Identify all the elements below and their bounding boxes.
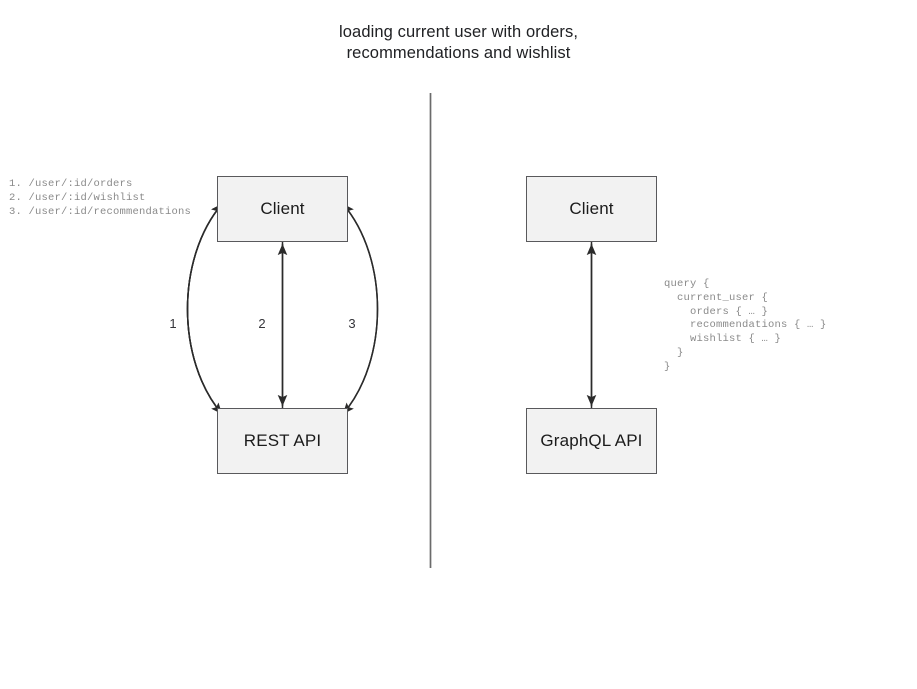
graphql-query-snippet: query { current_user { orders { … } reco… [664,278,827,373]
node-graphql-api[interactable]: GraphQL API [526,408,657,474]
node-client-rest[interactable]: Client [217,176,348,242]
edge-label-1: 1 [169,316,177,331]
edge-label-3: 3 [348,316,356,331]
arrow-edge-3-up [342,203,379,415]
edge-label-2: 2 [258,316,266,331]
page-title: loading current user with orders, recomm… [339,23,578,62]
node-client-graphql[interactable]: Client [526,176,657,242]
arrow-edge-1-down [186,203,223,415]
node-rest-api[interactable]: REST API [217,408,348,474]
arrow-edge-3-down [342,203,379,415]
rest-endpoint-list: 1. /user/:id/orders 2. /user/:id/wishlis… [9,178,192,218]
